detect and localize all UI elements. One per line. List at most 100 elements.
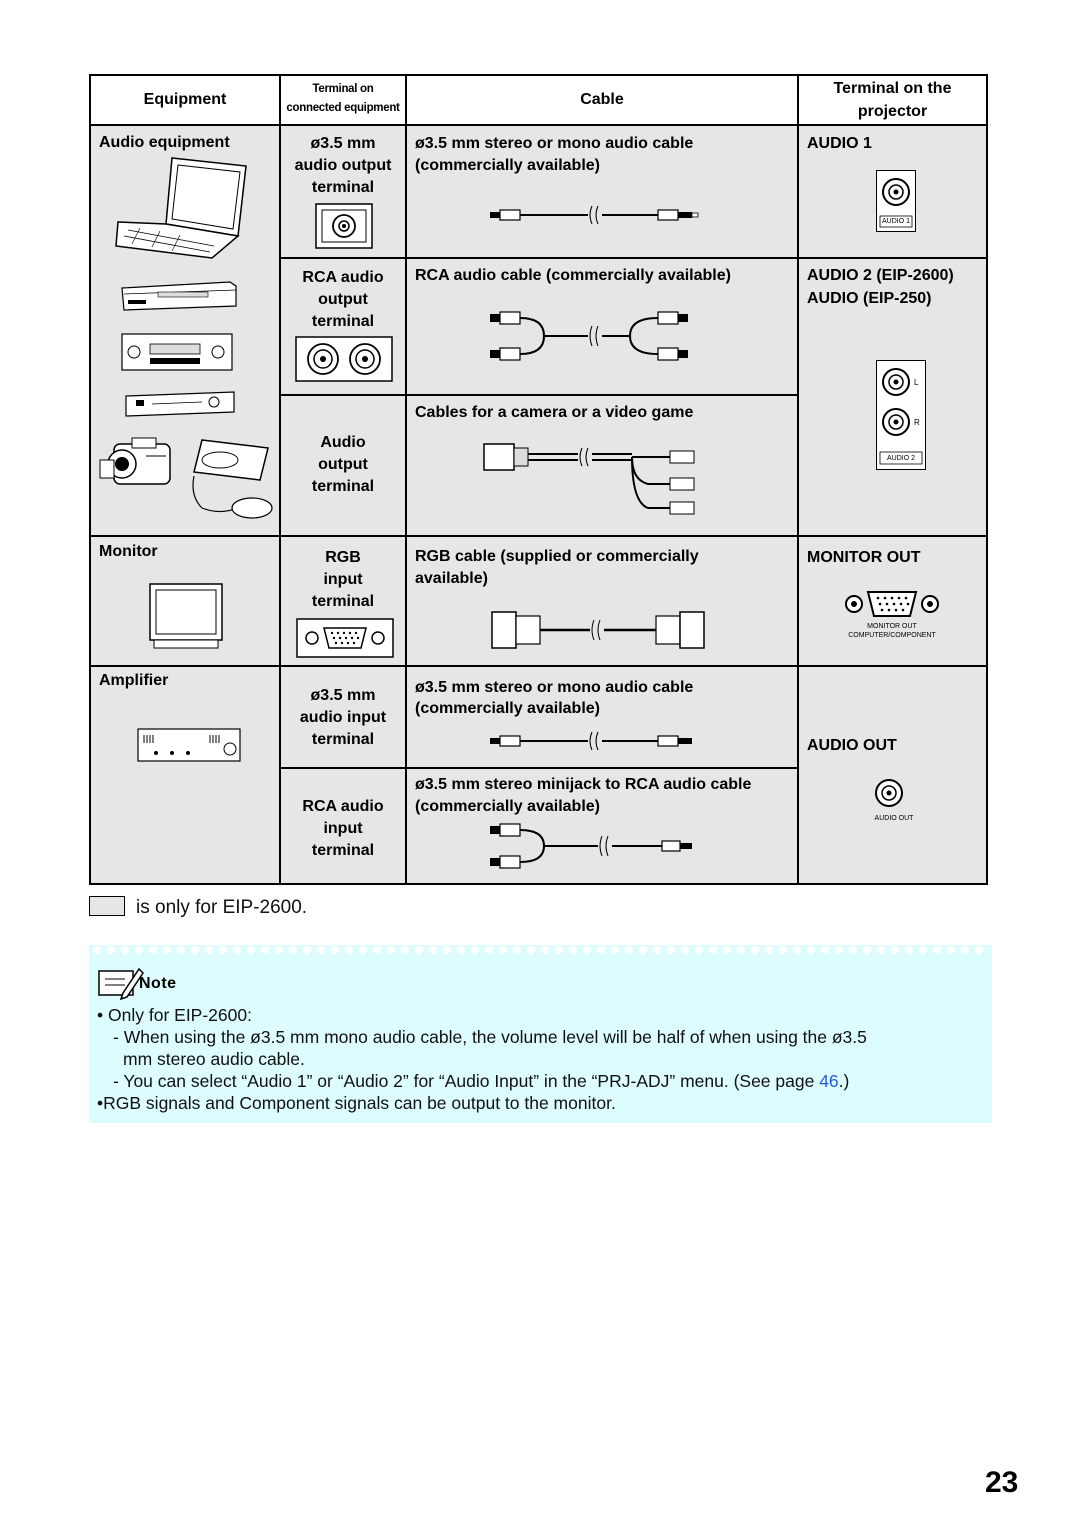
- terminal-line: ø3.5 mm: [310, 135, 376, 152]
- terminal-line: terminal: [311, 593, 375, 610]
- border-dot: [569, 946, 577, 954]
- header-cable: Cable: [580, 91, 624, 108]
- border-dot: [891, 946, 899, 954]
- cable-line: Cables for a camera or a video game: [415, 404, 694, 421]
- legend-text: is only for EIP-2600.: [136, 897, 308, 918]
- border-dot: [877, 946, 885, 954]
- audio-cable-row1-cell: ø3.5 mm stereo or mono audio cable (comm…: [405, 124, 799, 259]
- border-dot: [401, 946, 409, 954]
- cable-line: ø3.5 mm stereo or mono audio cable: [415, 679, 694, 696]
- note-line: You can select “Audio 1” or “Audio 2” fo…: [123, 1071, 820, 1091]
- cable-line: (commercially available): [415, 157, 600, 174]
- border-dot: [513, 946, 521, 954]
- border-dot: [583, 946, 591, 954]
- border-dot: [835, 946, 843, 954]
- note-line: Only for EIP-2600:: [108, 1005, 252, 1025]
- rca-audio-cable-icon: [490, 311, 688, 361]
- cable-line: RGB cable (supplied or commercially: [415, 548, 699, 565]
- header-terminal-equipment-line1: Terminal on: [312, 83, 374, 95]
- note-line: .): [838, 1071, 850, 1091]
- laptop-icon: [115, 157, 247, 259]
- bullet-icon: •: [97, 1093, 104, 1113]
- note-line: RGB signals and Component signals can be…: [103, 1093, 616, 1113]
- projector-audio2-label: AUDIO 2 (EIP-2600): [807, 267, 954, 284]
- border-dot: [373, 946, 381, 954]
- terminal-line: input: [323, 820, 363, 837]
- border-dot: [233, 946, 241, 954]
- minijack-to-rca-cable-icon: [490, 823, 692, 869]
- terminal-line: terminal: [311, 478, 375, 495]
- note-subitem-2: - You can select “Audio 1” or “Audio 2” …: [113, 1070, 849, 1092]
- border-dot: [443, 946, 451, 954]
- border-dot: [359, 946, 367, 954]
- computer-component-jack-label: COMPUTER/COMPONENT: [848, 632, 936, 639]
- border-dot: [681, 946, 689, 954]
- amplifier-label: Amplifier: [99, 672, 169, 689]
- border-dot: [751, 946, 759, 954]
- border-dot: [807, 946, 815, 954]
- border-dot: [653, 946, 661, 954]
- vcr-icon: [121, 333, 233, 371]
- terminal-line: Audio: [320, 434, 366, 451]
- amplifier-icon: [137, 728, 241, 762]
- border-dot: [93, 946, 101, 954]
- terminal-line: RGB: [325, 549, 361, 566]
- note-item-1: • Only for EIP-2600:: [97, 1004, 252, 1026]
- border-dot: [429, 946, 437, 954]
- border-dot: [457, 946, 465, 954]
- border-dot: [135, 946, 143, 954]
- rgb-cable-icon: [491, 611, 705, 649]
- border-dot: [709, 946, 717, 954]
- header-terminal-equipment-cell: Terminal on connected equipment: [279, 74, 407, 126]
- header-terminal-projector-line1: Terminal on the: [833, 80, 952, 97]
- jack-l-label: L: [914, 378, 919, 387]
- border-dot: [905, 946, 913, 954]
- border-dot: [779, 946, 787, 954]
- terminal-line: output: [318, 456, 368, 473]
- legend-swatch: [89, 896, 125, 916]
- projector-monitor-out-label: MONITOR OUT: [807, 549, 921, 566]
- border-dot: [597, 946, 605, 954]
- border-dot: [611, 946, 619, 954]
- amp-terminal-row1-cell: ø3.5 mm audio input terminal: [279, 665, 407, 769]
- border-dot: [695, 946, 703, 954]
- monitor-cable-cell: RGB cable (supplied or commercially avai…: [405, 535, 799, 667]
- page-link[interactable]: 46: [819, 1071, 839, 1091]
- cable-line: (commercially available): [415, 700, 600, 717]
- border-dot: [723, 946, 731, 954]
- border-dot: [471, 946, 479, 954]
- audio-equipment-label: Audio equipment: [99, 134, 230, 151]
- bullet-icon: •: [97, 1005, 104, 1025]
- monitor-out-jack-label: MONITOR OUT: [867, 623, 917, 630]
- terminal-line: RCA audio: [302, 798, 384, 815]
- projector-audio-out-cell: AUDIO OUT: [797, 665, 988, 885]
- border-dot: [947, 946, 955, 954]
- border-dot: [737, 946, 745, 954]
- projector-audio-out-jack: AUDIO OUT: [864, 778, 924, 828]
- audio2-jack-label: AUDIO 2: [886, 455, 915, 462]
- note-title: Note: [139, 975, 177, 992]
- border-dot: [317, 946, 325, 954]
- cd-player-icon: [125, 391, 235, 417]
- border-dot: [933, 946, 941, 954]
- border-dot: [765, 946, 773, 954]
- terminal-line: input: [323, 571, 363, 588]
- cable-line: RCA audio cable (commercially available): [415, 267, 731, 284]
- vga-port-icon: [845, 591, 939, 617]
- border-dot: [261, 946, 269, 954]
- monitor-icon: [149, 583, 223, 649]
- projector-audio2-cell: AUDIO 2 (EIP-2600) AUDIO (EIP-250): [797, 257, 988, 537]
- audio-out-jack-label: AUDIO OUT: [874, 815, 914, 822]
- border-dot: [345, 946, 353, 954]
- audio1-jack-label: AUDIO 1: [881, 218, 910, 225]
- projector-monitor-out-port: MONITOR OUT COMPUTER/COMPONENT: [842, 588, 942, 644]
- border-dot: [331, 946, 339, 954]
- border-dot: [555, 946, 563, 954]
- note-dotted-border: [93, 946, 983, 954]
- border-dot: [863, 946, 871, 954]
- terminal-line: ø3.5 mm: [310, 687, 376, 704]
- amp-terminal-row2-cell: RCA audio input terminal: [279, 767, 407, 885]
- border-dot: [639, 946, 647, 954]
- av-cable-icon: [483, 443, 695, 515]
- border-dot: [919, 946, 927, 954]
